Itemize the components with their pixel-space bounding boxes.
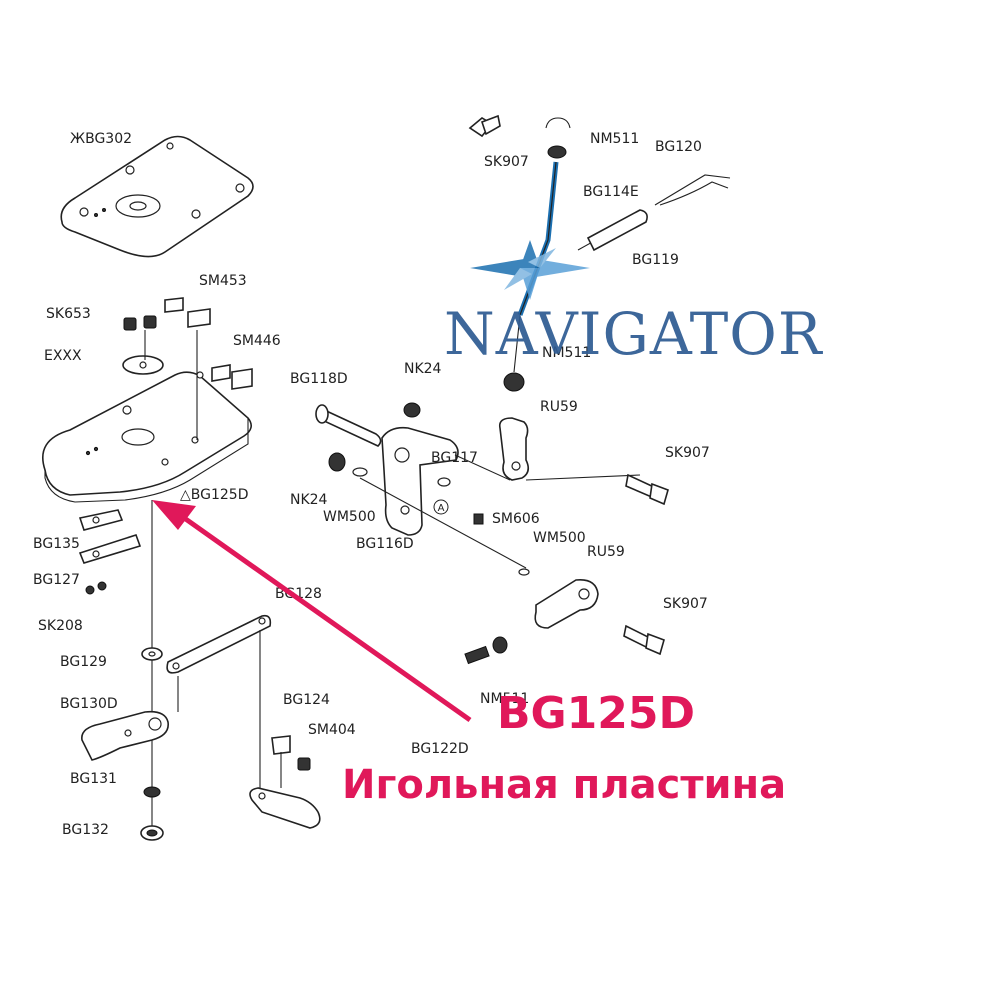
label-nk24-left: NK24 (290, 492, 328, 508)
lower-parts-left (81, 647, 169, 841)
label-sk907-top: SK907 (484, 154, 529, 170)
label-bg117: BG117 (431, 450, 478, 466)
label-bg122d: BG122D (411, 741, 469, 757)
label-bg129: BG129 (60, 654, 107, 670)
label-bg131: BG131 (70, 771, 117, 787)
label-exxx: EXXX (44, 348, 82, 364)
label-bg127: BG127 (33, 572, 80, 588)
label-sk208: SK208 (38, 618, 83, 634)
label-nk24-top: NK24 (404, 361, 442, 377)
bracket-bg116d (315, 402, 484, 536)
label-bg120: BG120 (655, 139, 702, 155)
label-bg132: BG132 (62, 822, 109, 838)
label-ru59-low: RU59 (587, 544, 625, 560)
label-sk907-low: SK907 (663, 596, 708, 612)
label-bg124: BG124 (283, 692, 330, 708)
label-sm446: SM446 (233, 333, 281, 349)
plates-bg135-bg127 (78, 509, 142, 595)
label-nm511-low: NM511 (480, 691, 529, 707)
callout-arrow (152, 500, 472, 723)
compass-star-logo (470, 240, 590, 300)
label-bg135: BG135 (33, 536, 80, 552)
label-nm511-mid: NM511 (542, 345, 591, 361)
label-bg114e: BG114E (583, 184, 639, 200)
link-bg128 (166, 614, 272, 790)
label-bg130d: BG130D (60, 696, 118, 712)
label-bg116d: BG116D (356, 536, 414, 552)
label-bg118d: BG118D (290, 371, 348, 387)
rod-ends (359, 372, 641, 654)
label-bg125d: △BG125D (180, 487, 248, 503)
label-sm404: SM404 (308, 722, 356, 738)
label-nm511-top: NM511 (590, 131, 639, 147)
label-ru59-top: RU59 (540, 399, 578, 415)
label-wm500-right: WM500 (533, 530, 586, 546)
plate-bg302 (60, 135, 254, 258)
watermark-brand: NAVIGATOR (444, 300, 823, 368)
marker-a: A (438, 503, 445, 514)
label-bg302: ЖBG302 (70, 131, 132, 147)
sk907-screws (468, 114, 669, 656)
label-sm453: SM453 (199, 273, 247, 289)
label-wm500-left: WM500 (323, 509, 376, 525)
screws-top (122, 297, 253, 390)
label-bg119: BG119 (632, 252, 679, 268)
callout-part-code: BG125D (497, 688, 696, 739)
label-sk907-mid: SK907 (665, 445, 710, 461)
label-sk653: SK653 (46, 306, 91, 322)
callout-part-name: Игольная пластина (342, 762, 787, 808)
needle-plate-bg125d (42, 371, 252, 503)
arm-bg122d (249, 645, 490, 829)
label-sm606: SM606 (492, 511, 540, 527)
